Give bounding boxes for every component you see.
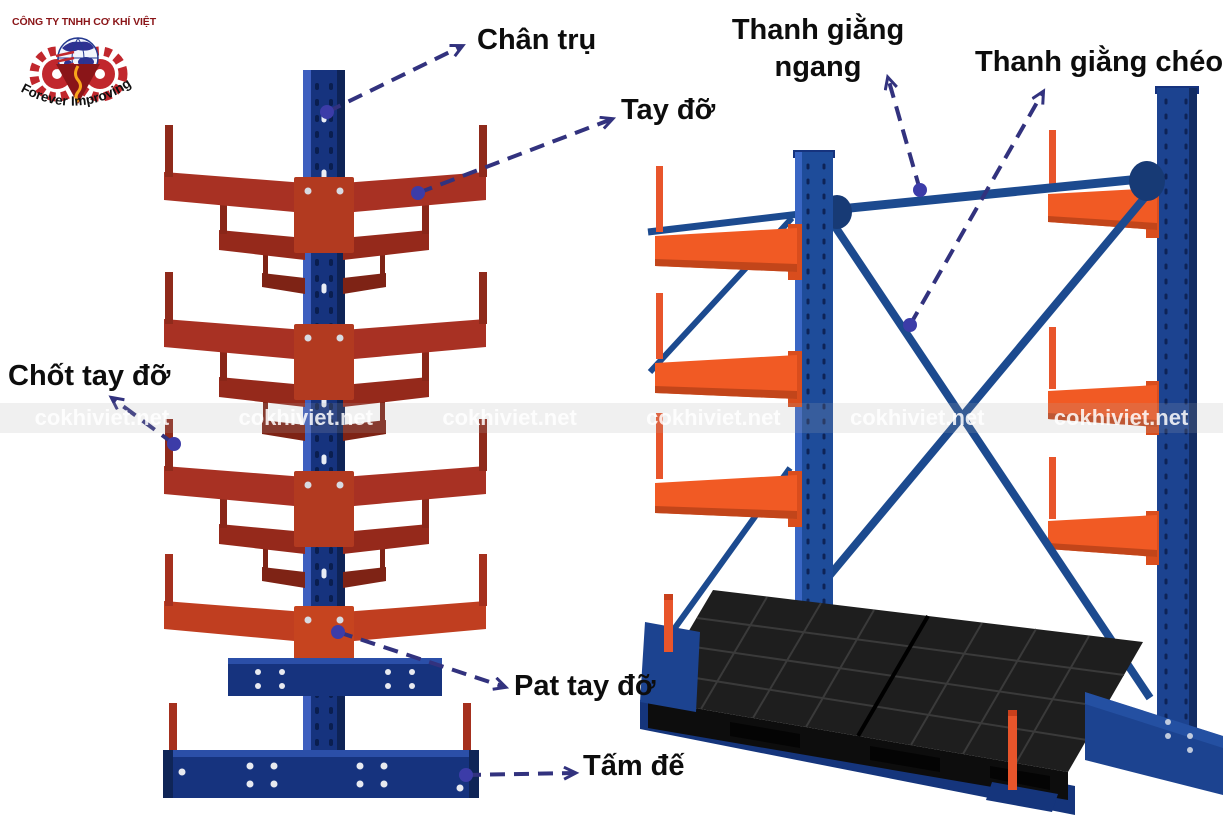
callout-arrows <box>112 46 1043 775</box>
label-pat-tay-do: Pat tay đỡ <box>514 670 656 702</box>
label-thanh-giang-cheo: Thanh giằng chéo <box>975 46 1223 78</box>
company-logo: Forever Improving <box>19 37 134 109</box>
right-rack <box>640 86 1223 815</box>
label-tay-do: Tay đỡ <box>621 94 716 126</box>
watermark-band: cokhiviet.net cokhiviet.net cokhiviet.ne… <box>0 403 1223 433</box>
left-rack-base-plate <box>163 703 479 798</box>
arrow-pat-tay-do <box>337 630 505 687</box>
arrow-chan-tru <box>326 46 462 114</box>
horizontal-brace <box>829 172 1161 215</box>
label-thanh-giang-ngang: Thanh giằng ngang <box>712 12 924 86</box>
plastic-pallet <box>648 590 1143 800</box>
left-rack <box>163 70 487 798</box>
arrow-tam-de <box>465 773 575 775</box>
label-line: Thanh giằng <box>731 14 905 46</box>
diagonal-brace <box>824 213 1154 701</box>
arrow-giang-ngang <box>888 78 922 191</box>
watermark-text: cokhiviet.net <box>442 405 577 430</box>
rear-base-leg <box>1085 692 1223 795</box>
label-chot-tay-do: Chốt tay đỡ <box>8 360 171 392</box>
arrow-giang-cheo <box>908 92 1043 326</box>
watermark-text: cokhiviet.net <box>34 405 170 430</box>
arrow-tay-do <box>417 119 612 195</box>
logo-seahorse <box>74 65 82 103</box>
company-name: CÔNG TY TNHH CƠ KHÍ VIỆT <box>11 16 157 28</box>
watermark-text: cokhiviet.net <box>849 405 985 430</box>
label-tam-de: Tấm đế <box>583 750 685 782</box>
diagonal-brace <box>826 181 1160 578</box>
label-line: ngang <box>774 51 862 83</box>
watermark-text: cokhiviet.net <box>1053 405 1189 430</box>
watermark-text: cokhiviet.net <box>238 405 373 430</box>
arrow-chot-tay-do <box>112 398 176 446</box>
label-chan-tru: Chân trụ <box>477 24 597 56</box>
logo-triangle <box>56 64 100 104</box>
watermark-text: cokhiviet.net <box>646 405 781 430</box>
callout-dots <box>167 105 927 782</box>
left-rack-cross-beam <box>228 658 442 696</box>
